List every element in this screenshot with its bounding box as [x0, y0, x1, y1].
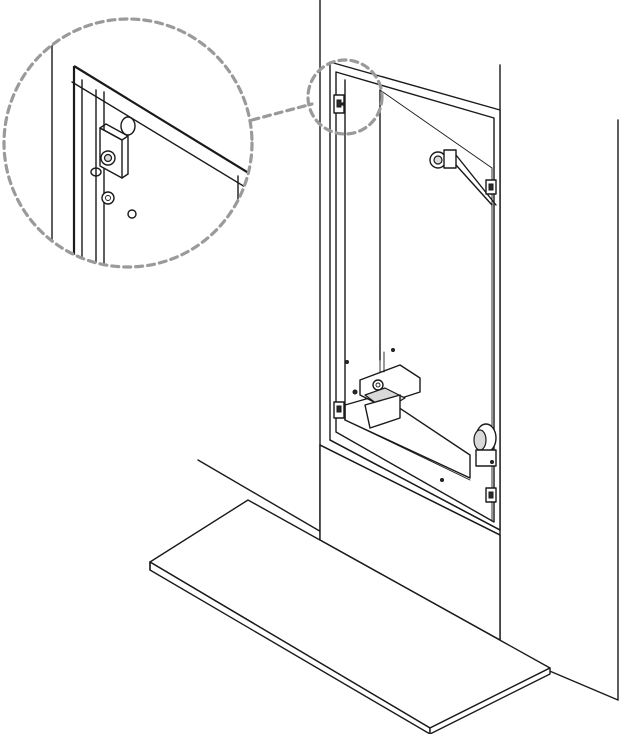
floor-slab	[149, 499, 551, 734]
callout-target-circle	[306, 58, 384, 136]
screw-markers	[341, 102, 494, 482]
pipe-fitting	[473, 423, 497, 467]
right-wall-column	[499, 64, 619, 701]
magnified-detail	[2, 17, 254, 269]
cabinet-base	[319, 419, 501, 641]
callout-leader	[250, 102, 314, 122]
floor-line	[197, 459, 336, 541]
mounting-bracket	[352, 351, 421, 429]
right-clip-lower	[485, 487, 497, 503]
right-clip-upper	[485, 179, 497, 195]
upper-hinge-bracket	[429, 149, 497, 206]
left-clip-lower	[333, 401, 345, 419]
